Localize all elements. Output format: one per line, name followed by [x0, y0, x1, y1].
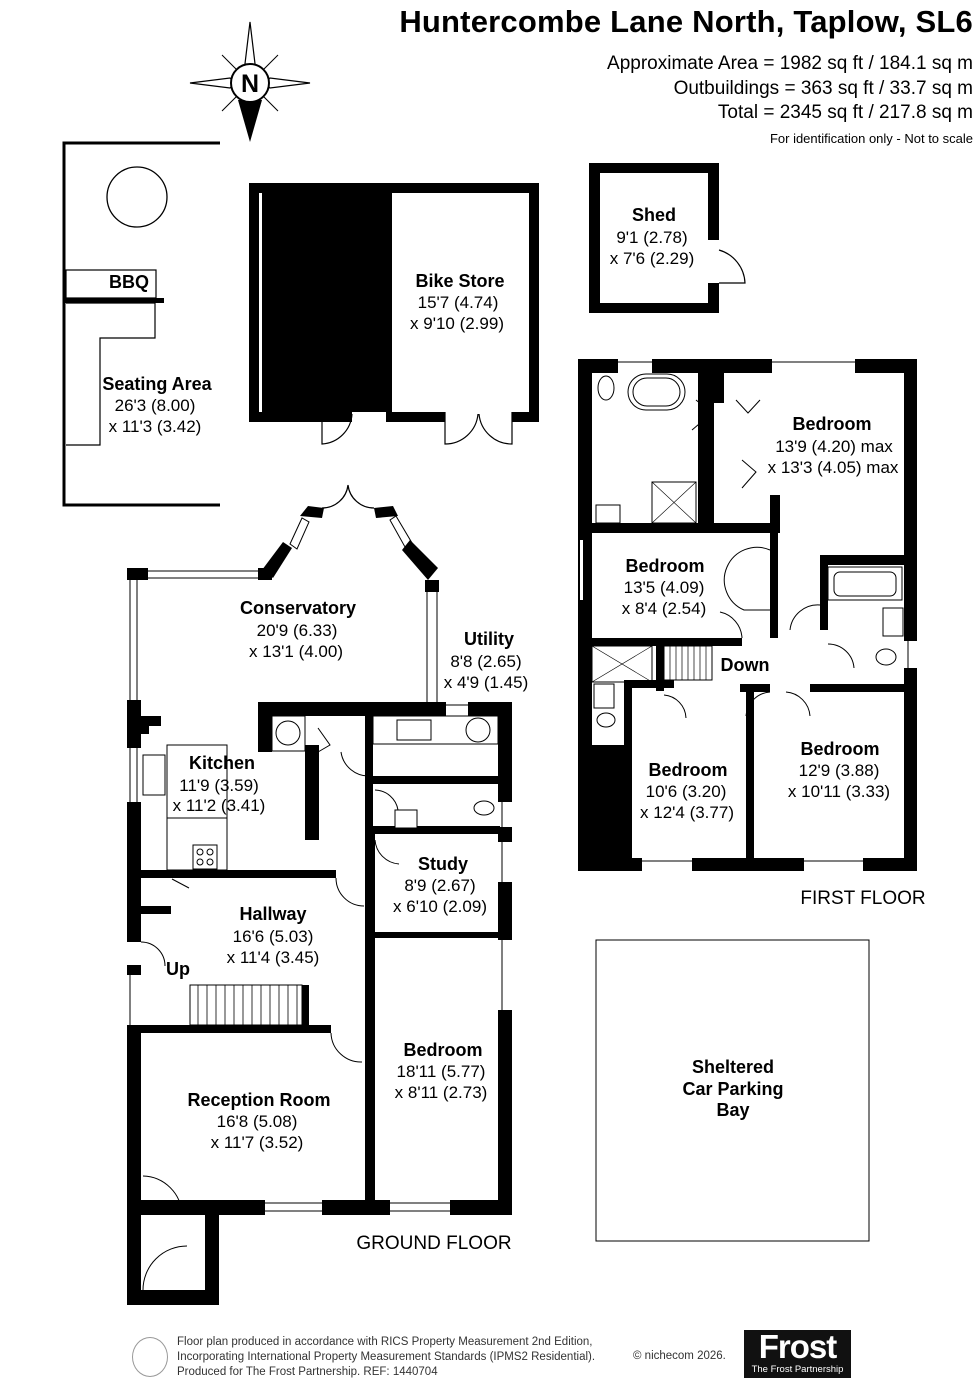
conservatory-name: Conservatory	[240, 598, 356, 618]
shed-dim1: 9'1 (2.78)	[616, 228, 687, 247]
store-name: Store	[302, 275, 348, 295]
gf-bedroom-dim1: 18'11 (5.77)	[397, 1062, 486, 1081]
compass-label: N	[241, 70, 259, 98]
gf-bedroom-name: Bedroom	[403, 1040, 482, 1060]
ff-bedroom-3-name: Bedroom	[648, 760, 727, 780]
ff-bedroom-2-name: Bedroom	[625, 556, 704, 576]
kitchen-dim1: 11'9 (3.59)	[179, 776, 258, 795]
footer-note: Floor plan produced in accordance with R…	[177, 1335, 595, 1380]
ff-bedroom-4-dim2: x 10'11 (3.33)	[788, 782, 890, 801]
bbq-label: BBQ	[109, 272, 149, 292]
stores: Store 15'7 (4.74) x 9' (2.74) Bike Store…	[249, 183, 539, 445]
ground-floor-label: GROUND FLOOR	[356, 1233, 511, 1254]
reception-dim1: 16'8 (5.08)	[217, 1112, 298, 1131]
seating-area-name: Seating Area	[102, 374, 212, 394]
seating-area-dim2: x 11'3 (3.42)	[109, 417, 202, 436]
parking-line1: Sheltered	[692, 1057, 774, 1077]
logo-text: Frost	[758, 1328, 838, 1365]
footer-line1: Floor plan produced in accordance with R…	[177, 1336, 593, 1348]
up-label: Up	[166, 959, 190, 979]
parking-bay: Sheltered Car Parking Bay	[595, 939, 870, 1242]
reception-name: Reception Room	[187, 1090, 330, 1110]
store-dim2: x 9' (2.74)	[283, 318, 358, 337]
ground-floor: Conservatory 20'9 (6.33) x 13'1 (4.00) U…	[127, 484, 529, 1305]
study-name: Study	[418, 854, 468, 874]
page-title: Huntercombe Lane North, Taplow, SL6	[399, 4, 973, 39]
parking-line2: Car Parking	[682, 1079, 783, 1099]
utility-dim1: 8'8 (2.65)	[450, 652, 521, 671]
study-dim2: x 6'10 (2.09)	[393, 897, 487, 916]
hallway-dim2: x 11'4 (3.45)	[227, 948, 320, 967]
shed: Shed 9'1 (2.78) x 7'6 (2.29)	[589, 163, 746, 313]
accessibility-icon	[132, 1337, 168, 1377]
ff-bedroom-2-dim2: x 8'4 (2.54)	[622, 599, 707, 618]
down-label: Down	[721, 655, 770, 675]
ff-bedroom-3-dim1: 10'6 (3.20)	[646, 782, 727, 801]
reception-dim2: x 11'7 (3.52)	[211, 1133, 304, 1152]
ff-bedroom-2-dim1: 13'5 (4.09)	[624, 578, 705, 597]
ff-bedroom-3-dim2: x 12'4 (3.77)	[640, 803, 734, 822]
ff-main-bedroom-dim2: x 13'3 (4.05) max	[768, 458, 899, 477]
logo-subtext: The Frost Partnership	[751, 1364, 844, 1375]
identification-note: For identification only - Not to scale	[769, 131, 973, 146]
seating-area-dim1: 26'3 (8.00)	[115, 396, 196, 415]
ff-main-bedroom-dim1: 13'9 (4.20) max	[775, 437, 893, 456]
bike-store-dim2: x 9'10 (2.99)	[410, 314, 504, 333]
kitchen-name: Kitchen	[189, 753, 255, 773]
ff-main-bedroom-name: Bedroom	[792, 414, 871, 434]
total-area: Total = 2345 sq ft / 217.8 sq m	[717, 102, 973, 123]
approx-area: Approximate Area = 1982 sq ft / 184.1 sq…	[607, 53, 973, 74]
shed-name: Shed	[632, 205, 676, 225]
bike-store-name: Bike Store	[415, 271, 504, 291]
outbuildings-area: Outbuildings = 363 sq ft / 33.7 sq m	[673, 78, 973, 99]
copyright: © nichecom 2026.	[633, 1350, 726, 1362]
conservatory-dim1: 20'9 (6.33)	[257, 621, 338, 640]
footer-line2: Incorporating International Property Mea…	[177, 1351, 596, 1363]
store-dim1: 15'7 (4.74)	[281, 297, 362, 316]
shed-dim2: x 7'6 (2.29)	[610, 249, 695, 268]
hallway-dim1: 16'6 (5.03)	[233, 927, 314, 946]
parking-line3: Bay	[716, 1100, 749, 1120]
first-floor: Bedroom 13'9 (4.20) max x 13'3 (4.05) ma…	[578, 359, 926, 909]
kitchen-dim2: x 11'2 (3.41)	[173, 796, 266, 815]
first-floor-label: FIRST FLOOR	[800, 888, 925, 909]
hallway-name: Hallway	[239, 904, 306, 924]
compass-icon: N	[189, 21, 311, 142]
utility-dim2: x 4'9 (1.45)	[444, 673, 529, 692]
seating-area: BBQ Seating Area 26'3 (8.00) x 11'3 (3.4…	[62, 141, 220, 507]
conservatory-dim2: x 13'1 (4.00)	[249, 642, 343, 661]
gf-bedroom-dim2: x 8'11 (2.73)	[395, 1083, 488, 1102]
utility-name: Utility	[464, 629, 514, 649]
ff-bedroom-4-dim1: 12'9 (3.88)	[799, 761, 880, 780]
study-dim1: 8'9 (2.67)	[404, 876, 475, 895]
footer-line3: Produced for The Frost Partnership. REF:…	[177, 1366, 438, 1378]
ff-bedroom-4-name: Bedroom	[800, 739, 879, 759]
frost-logo: Frost The Frost Partnership	[744, 1330, 851, 1378]
bike-store-dim1: 15'7 (4.74)	[418, 293, 499, 312]
